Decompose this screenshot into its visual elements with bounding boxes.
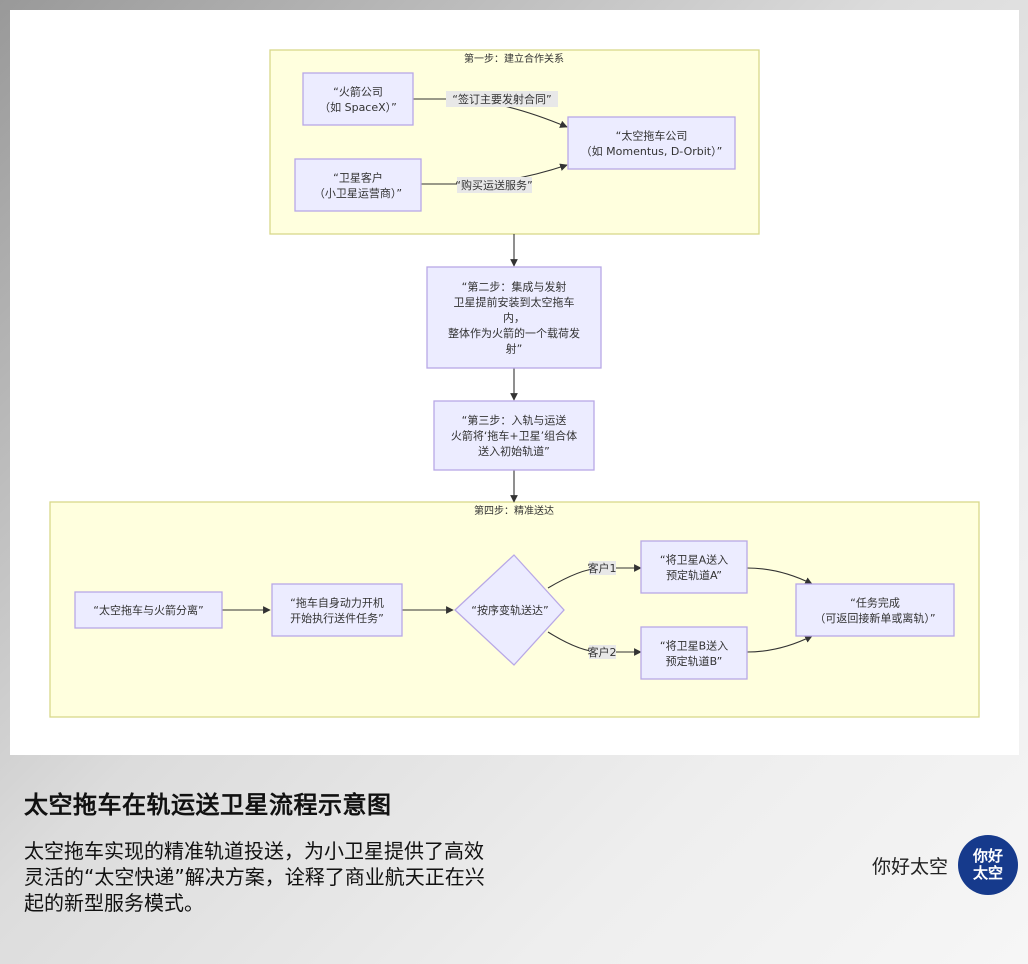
node-satellite-a-label-line: 预定轨道A” [666,568,722,582]
node-power-on-label-line: 开始执行送件任务” [290,611,384,625]
brand-logo-line1: 你好 [972,847,1003,865]
node-power-on-label-line: “拖车自身动力开机 [290,595,384,609]
svg-text:客户1: 客户1 [588,561,617,575]
caption-description: 太空拖车实现的精准轨道投送，为小卫星提供了高效灵活的“太空快递”解决方案，诠释了… [24,839,485,915]
node-step2-label-line: 整体作为火箭的一个载荷发 [448,326,580,340]
edge-label-contract: “签订主要发射合同” [446,91,558,107]
svg-text:“签订主要发射合同”: “签订主要发射合同” [452,92,551,106]
edge-satA-done [746,567,813,585]
flowchart: 第一步：建立合作关系 第四步：精准送达 “签订主要发射合同” “购买运送服务” … [49,49,980,718]
diagram-panel: 第一步：建立合作关系 第四步：精准送达 “签订主要发射合同” “购买运送服务” … [10,10,1019,755]
node-separate[interactable]: “太空拖车与火箭分离” [74,591,223,629]
node-tug-company-label-line: “太空拖车公司 [616,128,688,142]
node-step2-label-line: 射” [506,342,523,356]
node-step3-label-line: 送入初始轨道” [478,444,550,458]
node-step3-label-line: “第三步：入轨与运送 [462,413,567,427]
caption-title: 太空拖车在轨运送卫星流程示意图 [24,790,392,819]
edge-label-client1: 客户1 [588,561,617,575]
node-mission-complete-label-line: “任务完成 [850,595,900,609]
node-tug-company[interactable]: “太空拖车公司 （如 Momentus, D-Orbit）” [567,116,736,170]
brand-logo-line2: 太空 [972,864,1003,882]
node-satellite-customer-label-line: （小卫星运营商）” [314,186,402,200]
node-satellite-customer-label-line: “卫星客户 [333,170,383,184]
brand: 你好太空 你好 太空 [872,835,1018,895]
node-rocket-company-label-line: （如 SpaceX）” [319,100,397,114]
edge-satB-done [746,635,813,653]
node-satellite-b-label-line: “将卫星B送入 [660,638,728,652]
node-decision-label: “按序变轨送达” [471,603,548,617]
svg-text:“购买运送服务”: “购买运送服务” [455,178,532,192]
node-step2-label-line: “第二步：集成与发射 [462,280,567,294]
node-rocket-company[interactable]: “火箭公司 （如 SpaceX）” [302,72,414,126]
edge-label-buy: “购买运送服务” [455,177,533,193]
cluster-step1-label: 第一步：建立合作关系 [464,52,564,65]
node-mission-complete-label-line: （可返回接新单或离轨）” [814,611,935,625]
node-satellite-customer[interactable]: “卫星客户 （小卫星运营商）” [294,158,422,212]
node-step3-label-line: 火箭将‘拖车+卫星’组合体 [451,429,577,443]
node-satellite-b-label-line: 预定轨道B” [666,654,723,668]
node-step2-label-line: 卫星提前安装到太空拖车 [454,295,575,309]
brand-name: 你好太空 [871,855,948,878]
brand-logo-icon: 你好 太空 [958,835,1018,895]
edge-label-client2: 客户2 [588,645,617,659]
node-satellite-a-label-line: “将卫星A送入 [660,552,728,566]
node-tug-company-label-line: （如 Momentus, D-Orbit）” [581,144,723,158]
node-rocket-company-label-line: “火箭公司 [333,84,383,98]
node-mission-complete[interactable]: “任务完成 （可返回接新单或离轨）” [795,583,955,637]
node-step2-label-line: 内， [503,311,525,325]
node-decision[interactable]: “按序变轨送达” [454,554,565,666]
svg-text:客户2: 客户2 [588,645,617,659]
cluster-step4-label: 第四步：精准送达 [474,504,554,517]
node-separate-label-line: “太空拖车与火箭分离” [93,603,203,617]
